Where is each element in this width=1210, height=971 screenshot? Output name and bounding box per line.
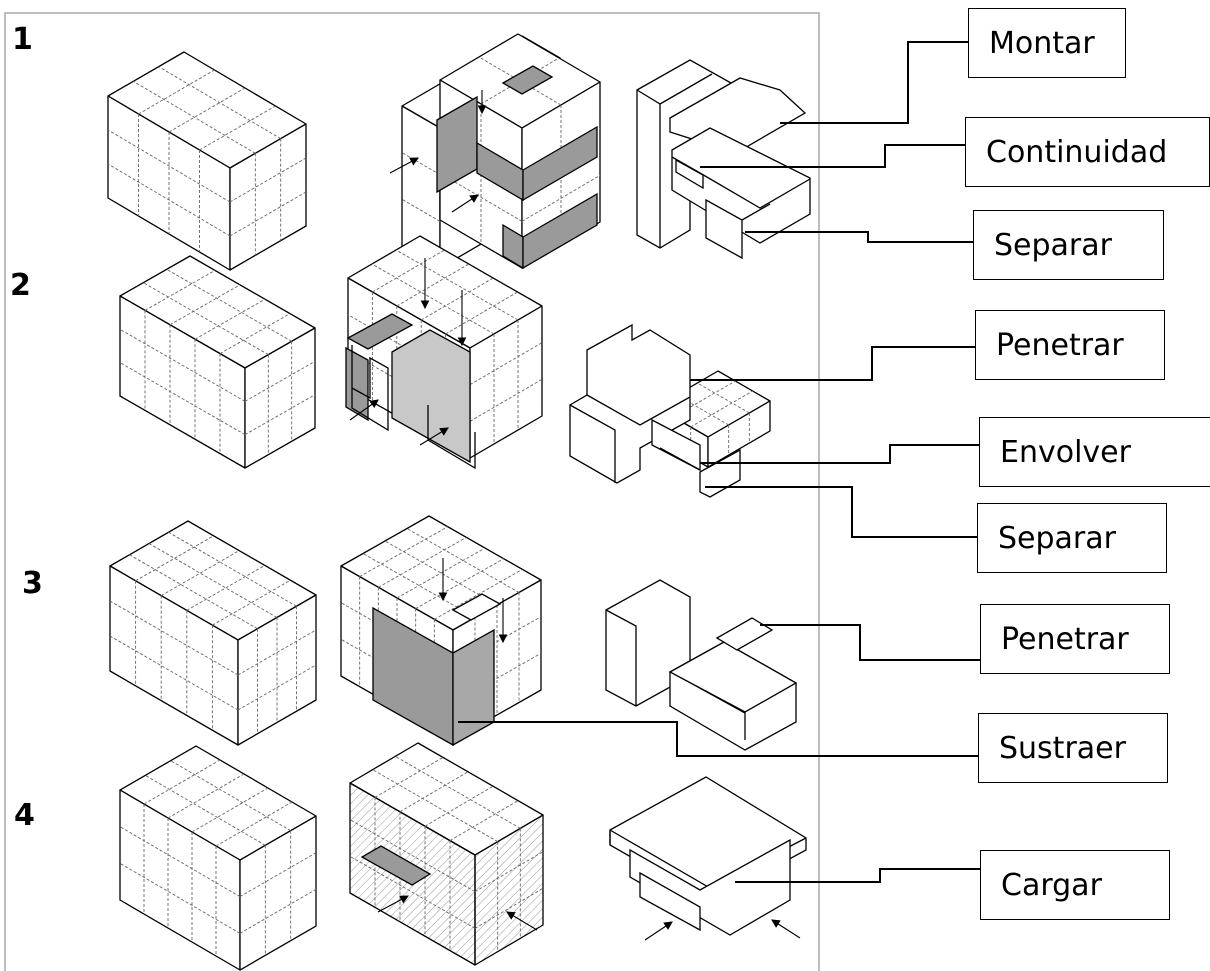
- block-2c-l: [569, 323, 691, 484]
- block-2c-l-edge2: [586, 394, 691, 426]
- block-1b-grey-top: [501, 65, 554, 95]
- label-envolver: Envolver: [979, 417, 1210, 487]
- block-1c-separar: [705, 198, 743, 260]
- block-3b-cut-top: [451, 593, 502, 621]
- label-montar: Montar: [968, 8, 1126, 78]
- leader-envolver: [700, 444, 979, 464]
- leader-penetrar-3: [760, 624, 980, 661]
- block-1c-tall-edge2: [659, 73, 713, 105]
- block-2c-envolver-inner: [659, 447, 701, 471]
- block-4b-slot: [360, 845, 432, 886]
- block-1b-grey-5: [522, 192, 598, 270]
- leader-cargar: [735, 868, 980, 883]
- label-sustraer: Sustraer: [978, 713, 1168, 783]
- leader-separar-1: [745, 231, 973, 243]
- arrow-1b-left: [389, 157, 419, 174]
- label-cargar: Cargar: [980, 850, 1170, 920]
- arrow-2b-right: [419, 427, 449, 446]
- label-separar-1: Separar: [973, 210, 1164, 280]
- block-2b-frame: [427, 405, 476, 470]
- block-2b-grey-mid: [391, 329, 471, 464]
- block-2c-separar: [699, 448, 741, 498]
- leader-continuidad: [700, 144, 965, 168]
- label-continuidad: Continuidad: [965, 117, 1210, 187]
- row-number-2: 2: [10, 268, 31, 303]
- block-4a: [119, 745, 317, 971]
- label-penetrar-2: Penetrar: [975, 310, 1165, 380]
- block-4c-cargar-slot: [639, 871, 701, 932]
- block-1c-cont-gap: [675, 158, 704, 190]
- arrow-4b-left: [377, 895, 409, 913]
- block-4c-body: [629, 838, 791, 936]
- arrow-1b-bottom: [451, 194, 479, 213]
- block-3a: [109, 520, 317, 746]
- leader-separar-2: [705, 486, 977, 538]
- leader-penetrar-2: [690, 346, 975, 381]
- block-1c-body: [671, 127, 811, 244]
- arrow-4c-right: [771, 919, 801, 939]
- block-1a: [107, 51, 307, 271]
- arrow-4b-right: [506, 911, 538, 931]
- block-3c-left-edge: [605, 609, 637, 706]
- label-separar-2: Separar: [977, 503, 1167, 573]
- block-1c-separar-edge: [741, 203, 771, 221]
- block-2b-l-cut: [351, 345, 389, 432]
- block-3c-penetrar: [715, 617, 774, 651]
- diagram-frame: [4, 12, 820, 971]
- block-1b-grey-3: [522, 125, 598, 202]
- leader-sustraer: [458, 721, 978, 757]
- label-penetrar-3: Penetrar: [980, 604, 1170, 674]
- arrow-4c-left: [644, 921, 673, 941]
- row-number-4: 4: [14, 798, 35, 833]
- row-number-1: 1: [12, 22, 33, 57]
- block-2b-grey-top1: [346, 313, 414, 350]
- block-2a: [119, 255, 316, 469]
- block-3c-top: [668, 641, 798, 713]
- block-2c-l-edge: [569, 404, 616, 483]
- row-number-3: 3: [22, 566, 43, 601]
- leader-montar: [780, 41, 968, 124]
- arrow-2b-left: [349, 399, 379, 421]
